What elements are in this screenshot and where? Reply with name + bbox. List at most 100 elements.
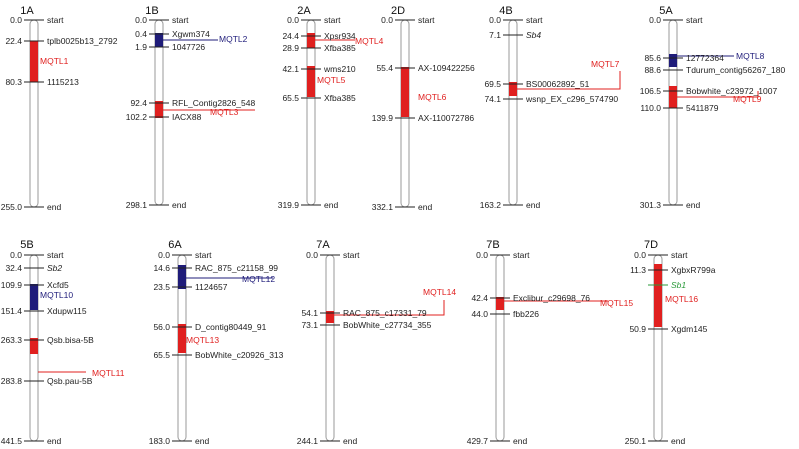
marker-name: AX-109422256: [418, 63, 475, 73]
marker-name: start: [195, 250, 212, 260]
qtl-block: [30, 284, 38, 310]
chromosome-name: 2D: [391, 5, 405, 17]
qtl-label: MQTL7: [591, 59, 620, 69]
marker-name: end: [324, 200, 338, 210]
marker-position: 0.0: [135, 15, 147, 25]
marker-name: 1124657: [195, 282, 228, 292]
chromosome-name: 6A: [168, 239, 182, 251]
chromosome-bar: [668, 19, 678, 206]
marker-name: start: [418, 15, 435, 25]
chromosome-name: 2A: [297, 5, 311, 17]
marker-name: Xgdm145: [671, 324, 708, 334]
qtl-label: MQTL13: [186, 335, 219, 345]
marker-name: IACX88: [172, 112, 202, 122]
qtl-connector: [517, 71, 621, 90]
marker-position: 50.9: [629, 324, 646, 334]
marker-name: end: [47, 202, 61, 212]
marker-position: 11.3: [630, 265, 646, 275]
marker-position: 183.0: [149, 436, 171, 446]
qtl-block: [669, 54, 677, 67]
marker-position: 0.0: [158, 250, 170, 260]
qtl-label: MQTL16: [665, 294, 698, 304]
marker-position: 255.0: [1, 202, 23, 212]
marker-name: Exclibur_c29698_76: [513, 293, 590, 303]
marker-position: 65.5: [153, 350, 170, 360]
marker-name: BobWhite_c27734_355: [343, 320, 432, 330]
marker-position: 32.4: [5, 263, 22, 273]
marker-name: start: [172, 15, 189, 25]
marker-position: 332.1: [372, 202, 394, 212]
chromosome-name: 1A: [20, 5, 34, 17]
marker-name: D_contig80449_91: [195, 322, 267, 332]
marker-name: fbb226: [513, 309, 539, 319]
qtl-block: [401, 67, 409, 117]
marker-name: Xcfd5: [47, 280, 69, 290]
qtl-block: [496, 297, 504, 310]
qtl-block: [307, 66, 315, 97]
marker-position: 0.0: [381, 15, 393, 25]
marker-position: 102.2: [126, 112, 148, 122]
qtl-connector: [334, 300, 445, 316]
marker-name: start: [324, 15, 341, 25]
qtl-block: [669, 86, 677, 108]
chromosome-name: 4B: [499, 5, 512, 17]
marker-name: Bobwhite_c23972_1007: [686, 86, 777, 96]
qtl-label: MQTL9: [733, 94, 762, 104]
qtl-block: [654, 264, 662, 327]
marker-name: Xfba385: [324, 93, 356, 103]
marker-position: 22.4: [5, 36, 22, 46]
qtl-block: [178, 324, 186, 353]
chromosome-bar: [325, 254, 335, 442]
marker-name: Xpsr934: [324, 31, 356, 41]
qtl-label: MQTL1: [40, 56, 69, 66]
marker-name: end: [671, 436, 685, 446]
marker-position: 55.4: [376, 63, 393, 73]
qtl-label: MQTL15: [600, 298, 633, 308]
marker-position: 7.1: [489, 30, 501, 40]
chromosome-name: 5A: [659, 5, 673, 17]
marker-position: 0.0: [306, 250, 318, 260]
marker-position: 88.6: [644, 65, 661, 75]
qtl-block: [178, 265, 186, 289]
marker-name: start: [47, 250, 64, 260]
marker-name: BS00062892_51: [526, 79, 590, 89]
marker-name: BobWhite_c20926_313: [195, 350, 284, 360]
qtl-block: [30, 41, 38, 82]
marker-name: start: [671, 250, 688, 260]
qtl-label: MQTL4: [355, 36, 384, 46]
marker-position: 0.0: [10, 15, 22, 25]
marker-position: 244.1: [297, 436, 319, 446]
marker-position: 65.5: [282, 93, 299, 103]
marker-name: start: [343, 250, 360, 260]
marker-name: Xfba385: [324, 43, 356, 53]
marker-name: end: [47, 436, 61, 446]
marker-name: Tdurum_contig56267_180: [686, 65, 786, 75]
marker-position: 139.9: [372, 113, 394, 123]
marker-position: 0.0: [476, 250, 488, 260]
marker-name: start: [513, 250, 530, 260]
marker-name: RAC_875_c21158_99: [195, 263, 278, 273]
marker-name: Sb2: [47, 263, 62, 273]
marker-position: 110.0: [640, 103, 661, 113]
marker-name: RFL_Contig2826_548: [172, 98, 255, 108]
marker-position: 0.0: [10, 250, 22, 260]
chromosome-name: 1B: [145, 5, 158, 17]
marker-position: 92.4: [130, 98, 147, 108]
marker-name: start: [47, 15, 64, 25]
qtl-label: MQTL10: [40, 290, 73, 300]
marker-position: 42.4: [471, 293, 488, 303]
marker-name: wsnp_EX_c296_574790: [525, 94, 618, 104]
marker-position: 0.0: [489, 15, 501, 25]
marker-position: 106.5: [640, 86, 662, 96]
marker-position: 74.1: [484, 94, 501, 104]
marker-position: 0.0: [287, 15, 299, 25]
marker-name: end: [686, 200, 700, 210]
qtl-label: MQTL12: [242, 274, 275, 284]
